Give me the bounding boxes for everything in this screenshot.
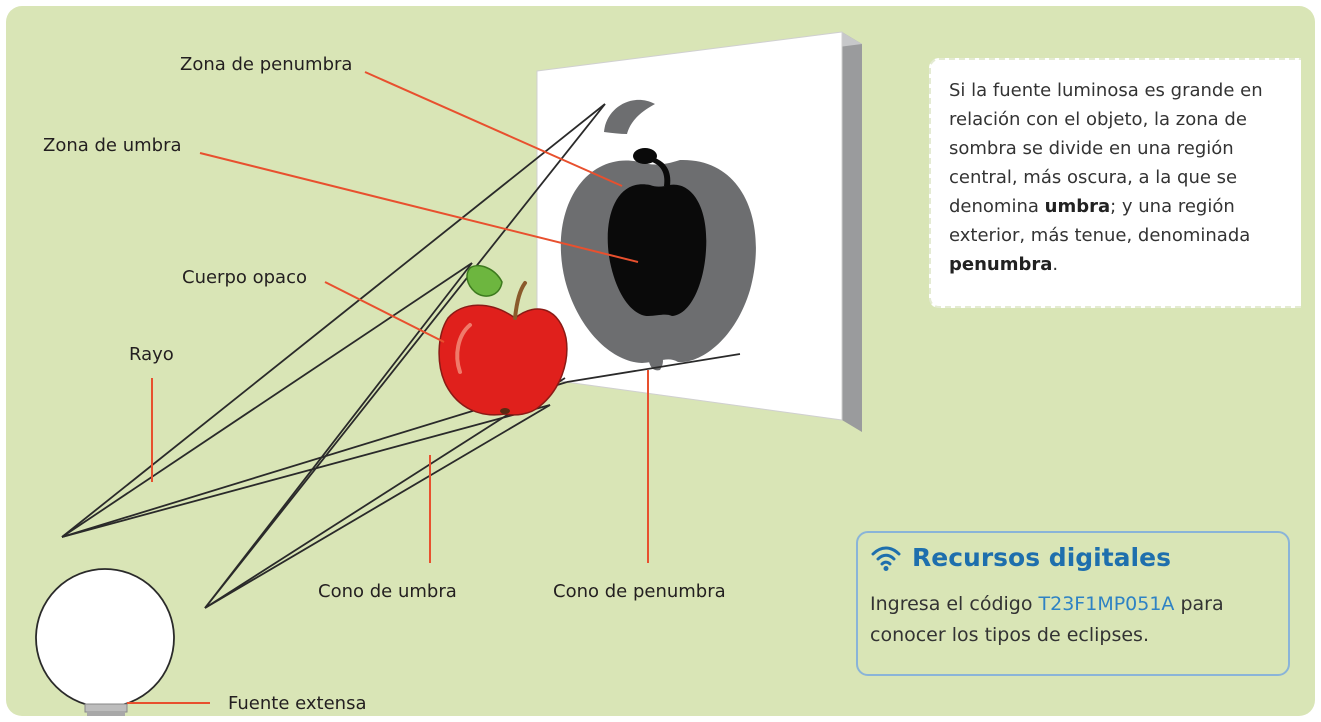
callout-text-2: ; y una región exterior, más tenue, deno… [949,196,1251,246]
resources-text-after: para conocer los tipos de eclipses. [870,593,1224,646]
light-source-bulb [35,568,175,716]
apple-opaque-body [438,264,568,416]
leader-lines [127,71,649,704]
resources-text-before: Ingresa el código [870,593,1039,615]
label-zona-umbra: Zona de umbra [43,135,182,156]
label-fuente-extensa: Fuente extensa [228,693,366,714]
callout-bold-umbra: umbra [1044,196,1111,217]
resources-title: Recursos digitales [912,543,1171,572]
label-cono-umbra: Cono de umbra [318,581,457,602]
light-rays [61,103,741,609]
callout-text-3: . [1052,254,1059,275]
resources-code[interactable]: T23F1MP051A [1038,593,1175,615]
label-rayo: Rayo [129,344,174,365]
wifi-icon [871,546,901,571]
digital-resources-box: Recursos digitales Ingresa el código T23… [856,531,1290,676]
label-cono-penumbra: Cono de penumbra [553,581,726,602]
label-zona-penumbra: Zona de penumbra [180,54,352,75]
callout-text-1: Si la fuente luminosa es grande en relac… [949,80,1263,217]
callout-bold-penumbra: penumbra [949,254,1053,275]
explanation-callout: Si la fuente luminosa es grande en relac… [929,58,1301,308]
label-cuerpo-opaco: Cuerpo opaco [182,267,307,288]
umbra-shadow [607,148,707,316]
resources-body: Ingresa el código T23F1MP051A para conoc… [870,589,1290,651]
resources-header: Recursos digitales [870,543,1171,572]
